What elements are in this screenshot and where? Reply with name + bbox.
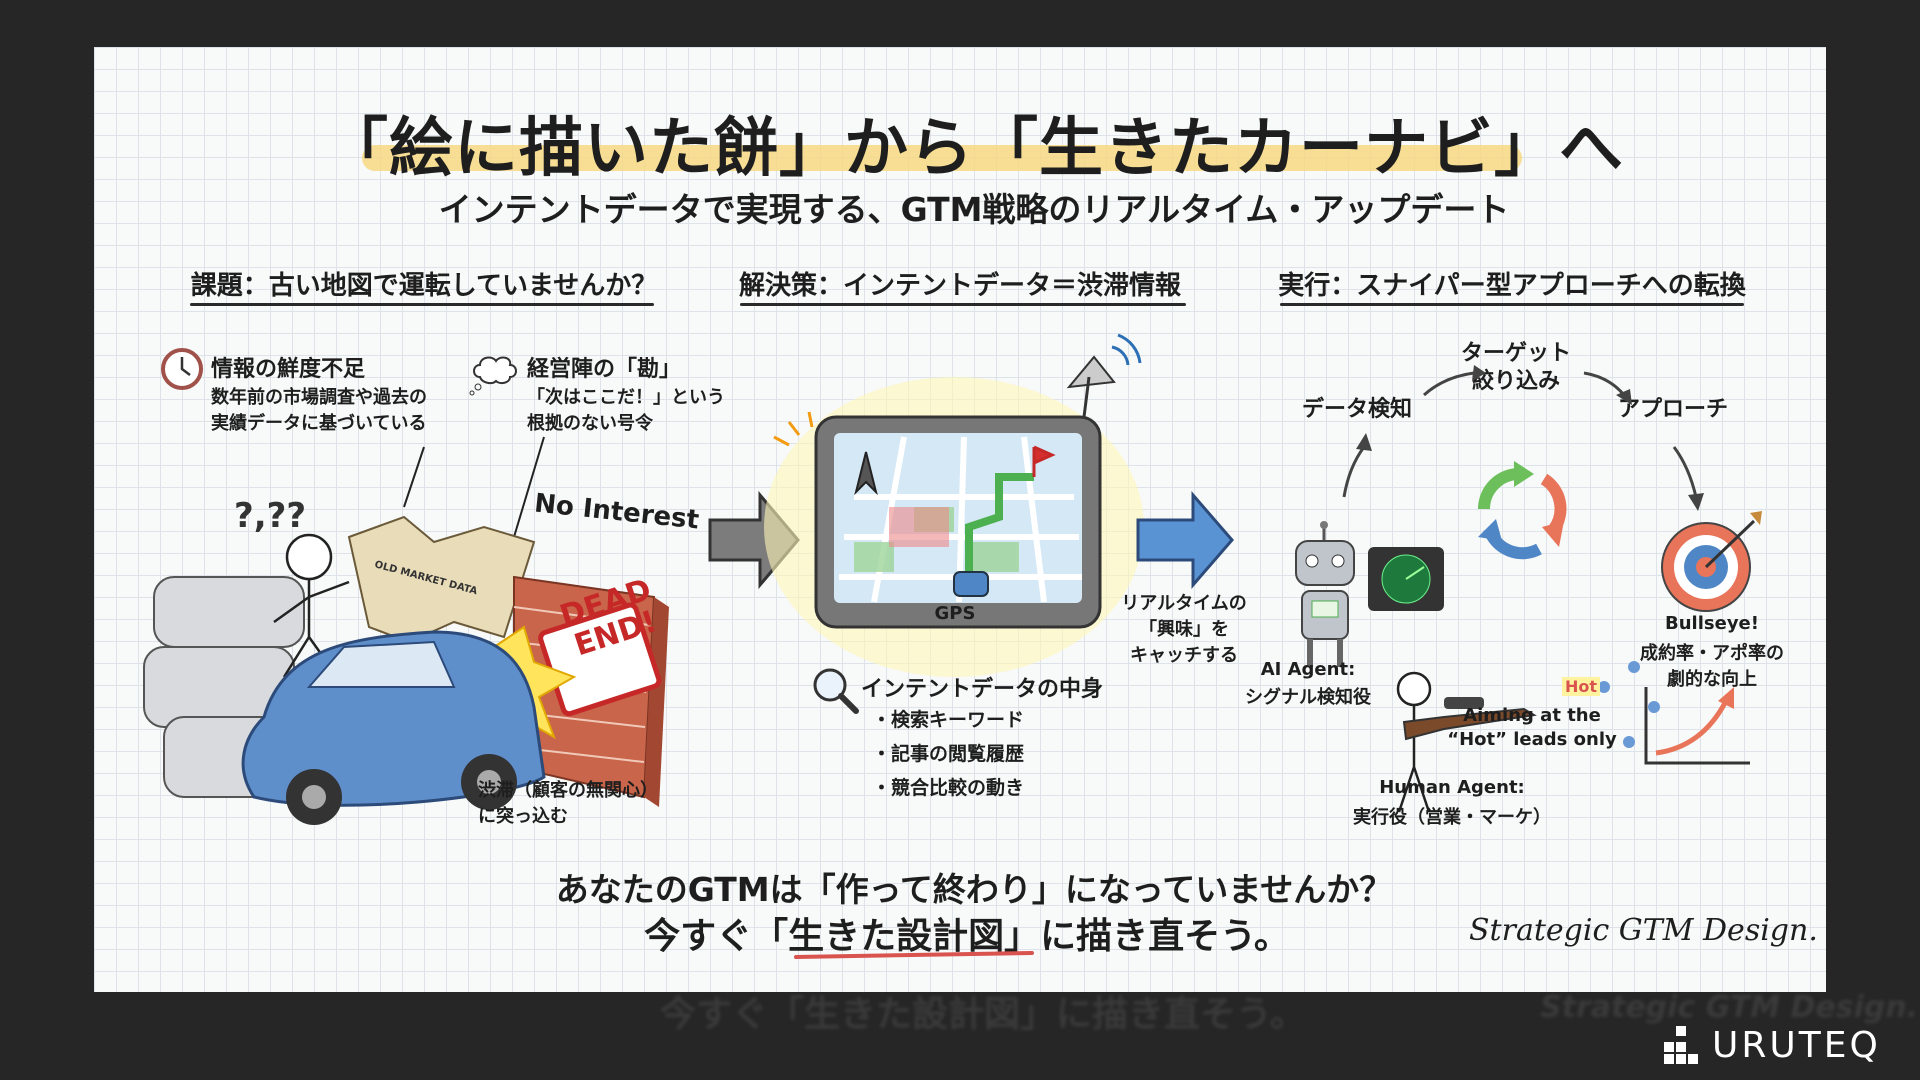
- hot-lead-badge: Hot: [1562, 677, 1601, 696]
- problem-caption-line: に突っ込む: [478, 806, 568, 827]
- cycle-arrows-icon: [1478, 461, 1567, 560]
- brand-logo: URUTEQ: [1662, 1025, 1881, 1066]
- section-header-solution: 解決策：インテントデータ＝渋滞情報: [738, 271, 1182, 301]
- divider: [190, 303, 654, 306]
- bottom-question: あなたのGTMは「作って終わり」になっていませんか？: [555, 870, 1393, 909]
- flow-arrows: [1342, 365, 1704, 511]
- arrow-right-icon: [1136, 490, 1234, 590]
- subtitle: インテントデータで実現する、GTM戦略のリアルタイム・アップデート: [438, 190, 1510, 229]
- aiming-line: “Hot” leads only: [1447, 729, 1617, 750]
- problem-item2-title: 経営陣の「勘」: [527, 357, 682, 382]
- sniper-stick-figure-illustration: [1396, 661, 1660, 813]
- step-targeting-line: ターゲット: [1460, 341, 1572, 366]
- divider: [740, 303, 1186, 306]
- divider: [1280, 303, 1744, 306]
- result-line: Bullseye!: [1665, 613, 1759, 634]
- intent-bullet: ・競合比較の動き: [872, 777, 1025, 799]
- signature: Strategic GTM Design.: [1469, 913, 1818, 948]
- ai-agent-role: シグナル検知役: [1245, 687, 1371, 708]
- thought-cloud-icon: [469, 356, 517, 396]
- section-header-problem: 課題：古い地図で運転していませんか？: [190, 271, 658, 301]
- svg-text:?,??: ?,??: [234, 496, 306, 536]
- result-line: 成約率・アポ率の: [1640, 643, 1784, 664]
- problem-item1-title: 情報の鮮度不足: [211, 357, 366, 382]
- catch-line: 「興味」を: [1139, 619, 1229, 640]
- ai-robot-illustration: [1295, 521, 1444, 667]
- growth-chart-icon: [1644, 687, 1750, 765]
- clock-icon: [161, 348, 203, 390]
- problem-item2-line: 根拠のない号令: [527, 413, 653, 434]
- background-ghost-text: 今すぐ「生きた設計図」に描き直そう。: [660, 994, 1306, 1035]
- title-highlight: [362, 145, 1522, 171]
- problem-item1-line: 実績データに基づいている: [211, 413, 427, 434]
- magnifier-icon: [813, 668, 859, 714]
- catch-line: キャッチする: [1130, 645, 1238, 666]
- problem-item1-line: 数年前の市場調査や過去の: [211, 387, 427, 408]
- human-agent-role: 実行役（営業・マーケ）: [1353, 807, 1551, 828]
- problem-item2-line: 「次はここだ！」という: [527, 387, 725, 408]
- intent-bullet: ・検索キーワード: [872, 709, 1025, 731]
- section-header-execution: 実行：スナイパー型アプローチへの転換: [1278, 271, 1746, 301]
- gps-label: GPS: [934, 603, 976, 624]
- step-targeting-line: 絞り込み: [1471, 369, 1561, 394]
- step-approach: アプローチ: [1617, 397, 1729, 422]
- intent-bullet: ・記事の閲覧履歴: [872, 743, 1025, 765]
- intent-contents-title: インテントデータの中身: [861, 677, 1104, 702]
- brand-name: URUTEQ: [1712, 1025, 1881, 1066]
- page-title: 「絵に描いた餅」から「生きたカーナビ」へ: [324, 112, 1624, 186]
- slide-card: 「絵に描いた餅」から「生きたカーナビ」へ インテントデータで実現する、GTM戦略…: [94, 47, 1826, 992]
- brand-blocks-icon: [1664, 1025, 1698, 1064]
- background-ghost-signature: Strategic GTM Design.: [1540, 990, 1919, 1025]
- bottom-call-to-action: 今すぐ「生きた設計図」に描き直そう。: [644, 916, 1290, 957]
- step-data-detection: データ検知: [1301, 397, 1413, 422]
- traffic-jam-illustration: ?,?? OLD MARKET DATA: [143, 436, 669, 825]
- gps-navigator-illustration: [764, 333, 1144, 677]
- result-line: 劇的な向上: [1667, 669, 1757, 690]
- ai-agent-label: AI Agent:: [1260, 659, 1356, 680]
- catch-line: リアルタイムの: [1121, 593, 1247, 614]
- problem-caption-line: 渋滞（顧客の無関心）: [478, 780, 658, 801]
- human-agent-label: Human Agent:: [1379, 777, 1525, 798]
- aiming-line: Aiming at the: [1463, 705, 1601, 726]
- bullseye-target-icon: [1661, 511, 1762, 612]
